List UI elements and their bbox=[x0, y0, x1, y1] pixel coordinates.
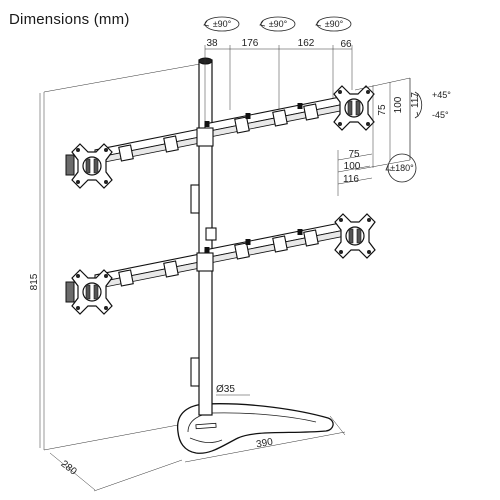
dim-vesa-w-75: 75 bbox=[348, 149, 360, 160]
svg-text:±180°: ±180° bbox=[390, 163, 414, 173]
svg-text:±90°: ±90° bbox=[325, 19, 344, 29]
vesa-height-dimensions: 75 100 117 bbox=[354, 77, 421, 171]
dim-base-depth: 280 bbox=[59, 459, 79, 478]
pole-diameter-callout: Ø35 bbox=[216, 384, 250, 396]
dim-head-offset: 66 bbox=[340, 39, 352, 50]
clip-lower-left bbox=[65, 281, 75, 303]
tilt-indicator: +45° -45° bbox=[414, 90, 451, 120]
vesa-plate-upper-left bbox=[71, 143, 113, 189]
dim-plate-h: 117 bbox=[410, 92, 421, 108]
vesa-plate-lower-right bbox=[334, 213, 376, 259]
arm-rotation-3: ±90° bbox=[315, 16, 352, 32]
svg-text:±90°: ±90° bbox=[213, 19, 232, 29]
dim-base-width: 390 bbox=[255, 437, 274, 451]
arm-rotation-indicators: ±90° ±90° ±90° bbox=[203, 16, 352, 32]
base-depth-dimension: 280 bbox=[49, 452, 183, 492]
dim-total-height: 815 bbox=[29, 273, 40, 290]
vertical-pole bbox=[190, 57, 217, 416]
lower-arm-assembly bbox=[94, 221, 346, 290]
tilt-up-label: +45° bbox=[432, 90, 451, 100]
vesa-plate-upper-right bbox=[333, 85, 375, 131]
swivel-indicator: ±180° bbox=[385, 153, 417, 183]
vesa-plate-lower-left bbox=[71, 269, 113, 315]
upper-arm-assembly bbox=[94, 95, 346, 165]
svg-text:±90°: ±90° bbox=[269, 19, 288, 29]
vesa-width-dimensions: 75 100 116 bbox=[337, 149, 373, 196]
dim-vesa-h-75: 75 bbox=[377, 104, 388, 116]
height-dimension: 815 bbox=[29, 93, 41, 448]
arm-rotation-1: ±90° bbox=[203, 16, 240, 32]
dim-arm-length-2: 162 bbox=[298, 38, 315, 49]
wall-reference-lines bbox=[43, 63, 201, 451]
dim-vesa-w-100: 100 bbox=[344, 161, 361, 172]
dim-pole-offset: 38 bbox=[206, 38, 218, 49]
top-dimension-lines: 38 176 162 66 bbox=[204, 38, 353, 125]
arm-rotation-2: ±90° bbox=[259, 16, 296, 32]
base-width-dimension: 390 bbox=[184, 415, 346, 463]
diagram-title: Dimensions (mm) bbox=[9, 11, 130, 28]
tilt-down-label: -45° bbox=[432, 110, 449, 120]
clip-upper-left bbox=[65, 154, 75, 176]
dim-arm-length-1: 176 bbox=[242, 38, 259, 49]
desk-base bbox=[177, 403, 334, 454]
dim-plate-w: 116 bbox=[343, 174, 359, 185]
dim-pole-diameter: Ø35 bbox=[216, 384, 235, 395]
dim-vesa-h-100: 100 bbox=[393, 96, 404, 113]
